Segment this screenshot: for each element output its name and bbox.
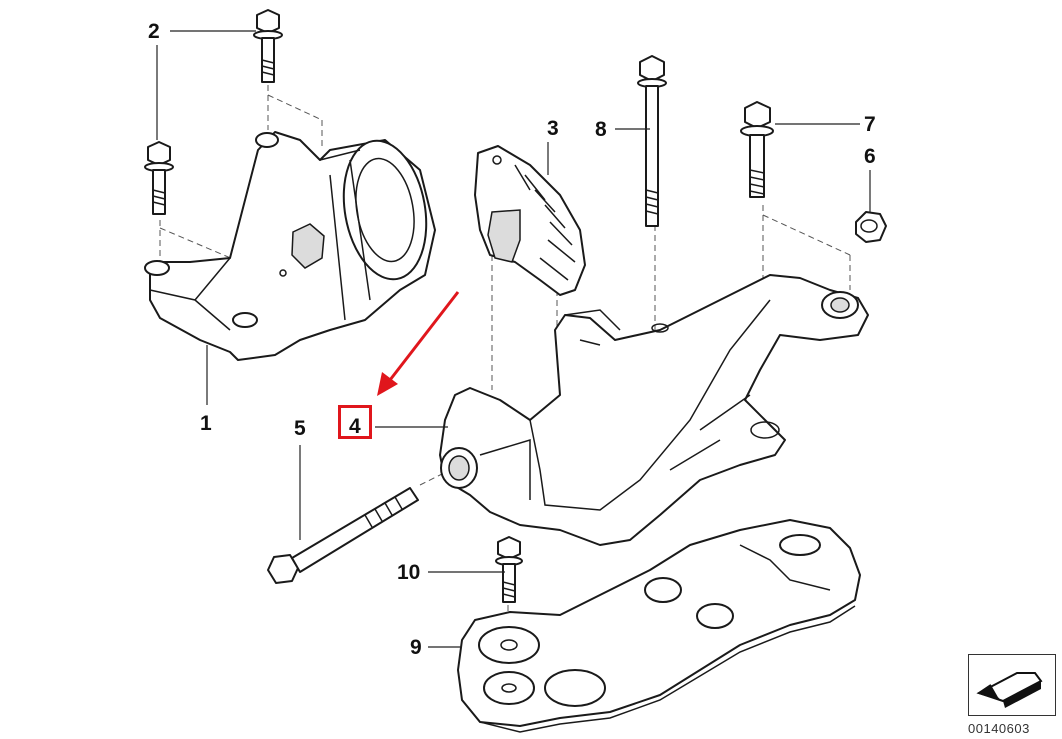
callout-1: 1: [200, 412, 212, 435]
callout-8: 8: [595, 118, 607, 141]
highlight-arrow: [377, 291, 460, 396]
callout-9: 9: [410, 636, 422, 659]
callout-4: 4: [349, 415, 361, 438]
bolt-part-10: [495, 536, 523, 603]
support-plate-part-9: [457, 519, 861, 733]
reference-icon-box: [968, 654, 1056, 716]
engine-mount-part-1: [144, 131, 436, 361]
plate-part-3: [474, 145, 586, 296]
bolt-part-2-upper: [253, 9, 283, 83]
reference-code: 00140603: [968, 721, 1030, 736]
callout-7: 7: [864, 113, 876, 136]
bolt-part-2-lower: [144, 141, 174, 215]
nut-part-6: [855, 211, 887, 243]
long-bolt-part-8: [637, 55, 667, 227]
bracket-part-4: [439, 274, 869, 546]
callout-5: 5: [294, 417, 306, 440]
bolt-part-7: [740, 101, 774, 198]
callout-2: 2: [148, 20, 160, 43]
arrow-reference-icon: [976, 672, 1043, 708]
callout-3: 3: [547, 117, 559, 140]
callout-6: 6: [864, 145, 876, 168]
callout-10: 10: [397, 561, 421, 584]
leader-lines: [156, 30, 871, 648]
long-bolt-part-5: [267, 487, 419, 584]
callout-4-highlight-box: [338, 405, 372, 439]
